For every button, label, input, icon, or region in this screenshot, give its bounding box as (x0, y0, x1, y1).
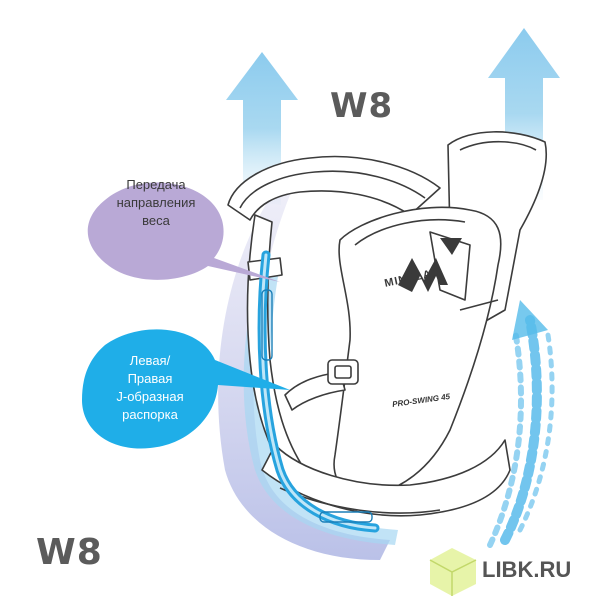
j-strut-caption: Левая/ Правая J-образная распорка (86, 352, 214, 424)
caption-line: веса (142, 213, 170, 228)
libk-box-icon (429, 548, 477, 596)
harness-outline (227, 131, 548, 517)
j-strut-bubble (82, 329, 290, 449)
right-flow-arrowhead (512, 300, 548, 340)
right-flow-streaks (487, 315, 555, 548)
weight-transfer-bubble (87, 182, 280, 282)
weight-transfer-caption: Передача направления веса (92, 176, 220, 230)
w8-logo-bottom: W8 (36, 532, 103, 573)
site-watermark: LIBK.RU (482, 557, 572, 582)
caption-line: J-образная (116, 389, 184, 404)
caption-line: Передача (126, 177, 186, 192)
w8-logo-top: W8 (330, 86, 394, 126)
j-strut (257, 250, 380, 533)
caption-line: направления (116, 195, 196, 210)
caption-line: Правая (127, 371, 173, 386)
minelab-logo-icon (398, 238, 462, 292)
caption-line: Левая/ (129, 353, 171, 368)
caption-line: распорка (122, 407, 178, 422)
